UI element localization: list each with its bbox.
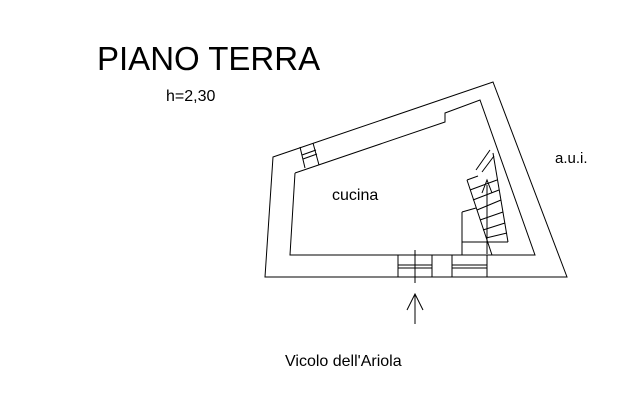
entrance-door xyxy=(397,250,433,283)
window-top-left xyxy=(299,142,320,169)
adjacent-unit-label: a.u.i. xyxy=(555,150,588,167)
outer-wall xyxy=(264,81,568,278)
ceiling-height-label: h=2,30 xyxy=(166,88,216,105)
inner-wall xyxy=(289,99,536,256)
staircase xyxy=(461,149,509,256)
window-bottom xyxy=(451,255,488,277)
room-label-cucina: cucina xyxy=(332,187,379,204)
street-label: Vicolo dell'Ariola xyxy=(285,353,402,370)
entrance-arrow-icon xyxy=(406,292,424,324)
plan-title: PIANO TERRA xyxy=(97,40,321,77)
